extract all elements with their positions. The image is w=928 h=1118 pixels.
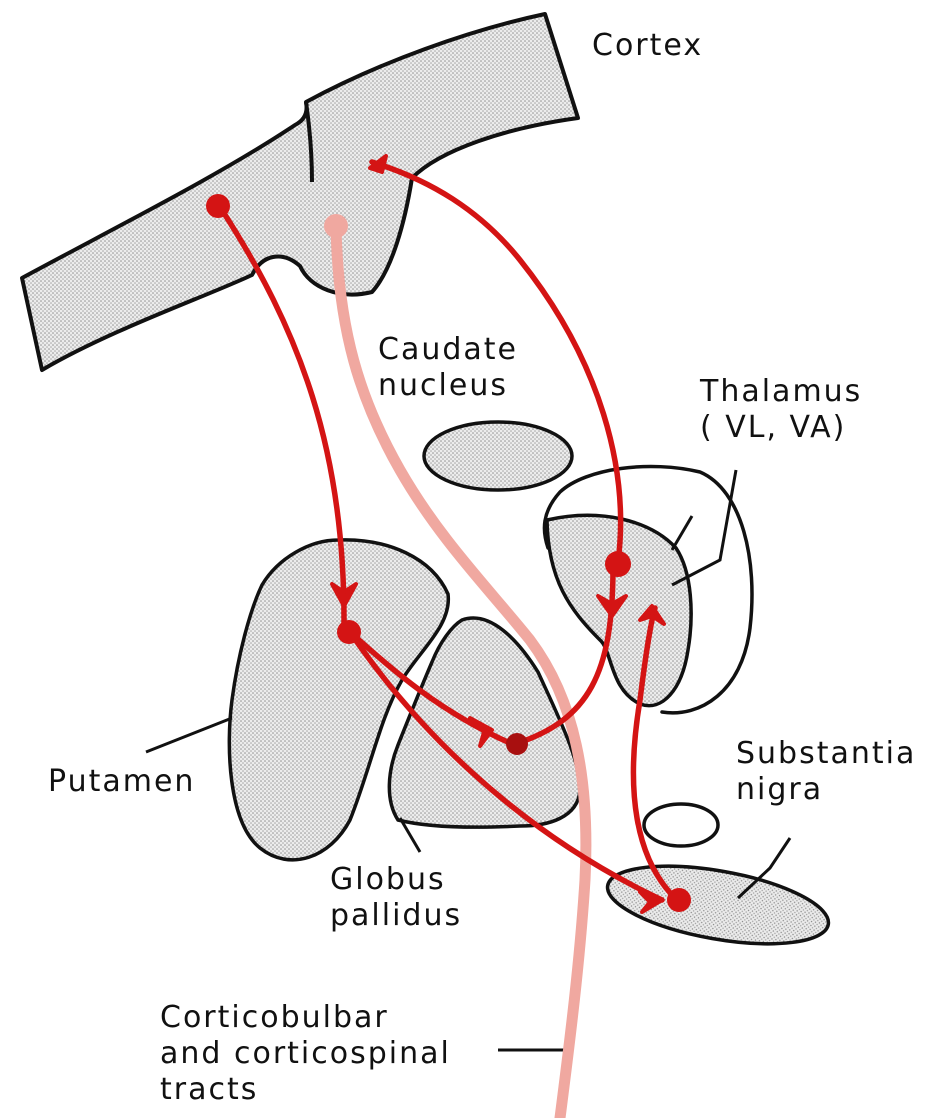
caudate-label-line1: Caudate — [378, 332, 518, 368]
putamen-neuron — [337, 620, 361, 644]
cortex-neuron — [206, 194, 230, 218]
globus-pallidus-neuron — [506, 733, 528, 755]
corticospinal-origin-terminal — [324, 214, 348, 238]
substantia-label-line2: nigra — [736, 772, 916, 808]
globus-label-line2: pallidus — [330, 898, 462, 934]
tracts-label-line2: and corticospinal — [160, 1036, 451, 1072]
substantia-nigra-label: Substantia nigra — [736, 736, 916, 808]
thalamus-neuron — [605, 551, 631, 577]
putamen-label-text: Putamen — [48, 764, 195, 800]
cortex-region — [22, 14, 578, 370]
tracts-label-line1: Corticobulbar — [160, 1000, 451, 1036]
substantia-label-line1: Substantia — [736, 736, 916, 772]
caudate-nucleus-label: Caudate nucleus — [378, 332, 518, 404]
cortex-label: Cortex — [592, 28, 703, 64]
tracts-label: Corticobulbar and corticospinal tracts — [160, 1000, 451, 1108]
thalamus-label-line2: ( VL, VA) — [700, 410, 862, 446]
caudate-nucleus — [424, 422, 572, 490]
substantia-nigra — [602, 852, 834, 958]
thalamus-label: Thalamus ( VL, VA) — [700, 374, 862, 446]
caudate-label-line2: nucleus — [378, 368, 518, 404]
substantia-nigra-neuron — [667, 888, 691, 912]
putamen-leader-line — [146, 718, 232, 752]
small-nucleus-outline — [644, 804, 718, 846]
cortex-label-text: Cortex — [592, 28, 703, 64]
tracts-label-line3: tracts — [160, 1072, 451, 1108]
globus-label-line1: Globus — [330, 862, 462, 898]
thalamus-label-line1: Thalamus — [700, 374, 862, 410]
thalamus-tick — [672, 516, 692, 550]
globus-pallidus-label: Globus pallidus — [330, 862, 462, 934]
putamen-label: Putamen — [48, 764, 195, 800]
